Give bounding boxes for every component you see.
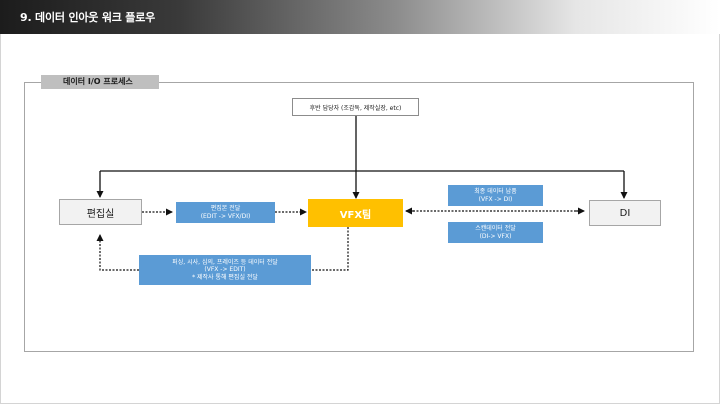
di-to-vfx-line1: 스캔데이터 전달: [475, 225, 516, 232]
di-box: DI: [589, 200, 661, 226]
di-to-vfx-line2: (DI-> VFX): [479, 232, 512, 240]
vfx-to-edit-line2: (VFX -> EDIT): [204, 266, 246, 274]
producer-box: 후반 담당자 (조감독, 제작실장, etc): [292, 98, 419, 116]
vfx-to-di-line1: 최종 데이터 납품: [474, 188, 517, 195]
edit-to-vfx-line2: (EDIT -> VFX/DI): [200, 212, 251, 220]
vfx-to-di-note: 최종 데이터 납품 (VFX -> DI): [448, 185, 543, 206]
vfx-to-di-line2: (VFX -> DI): [478, 195, 513, 203]
di-to-vfx-note: 스캔데이터 전달 (DI-> VFX): [448, 222, 543, 243]
edit-to-vfx-line1: 편집본 전달: [210, 205, 241, 212]
vfx-to-edit-line3: * 제작사 통해 편집실 전달: [192, 273, 258, 281]
vfx-to-edit-note: 퍼싱, 시사, 심의, 프레이즈 등 데이터 전달 (VFX -> EDIT) …: [139, 255, 311, 285]
vfx-to-editing-return-path: [96, 227, 349, 271]
vfx-to-edit-line1: 퍼싱, 시사, 심의, 프레이즈 등 데이터 전달: [172, 258, 278, 266]
editing-room-box: 편집실: [59, 199, 142, 225]
process-tab-label: 데이터 I/O 프로세스: [41, 75, 159, 89]
process-frame: [24, 82, 694, 352]
header-bar: 9. 데이터 인아웃 워크 플로우: [0, 0, 720, 34]
edit-to-vfx-note: 편집본 전달 (EDIT -> VFX/DI): [176, 202, 275, 223]
page-title: 9. 데이터 인아웃 워크 플로우: [20, 11, 156, 24]
vfx-team-box: VFX팀: [308, 199, 403, 227]
